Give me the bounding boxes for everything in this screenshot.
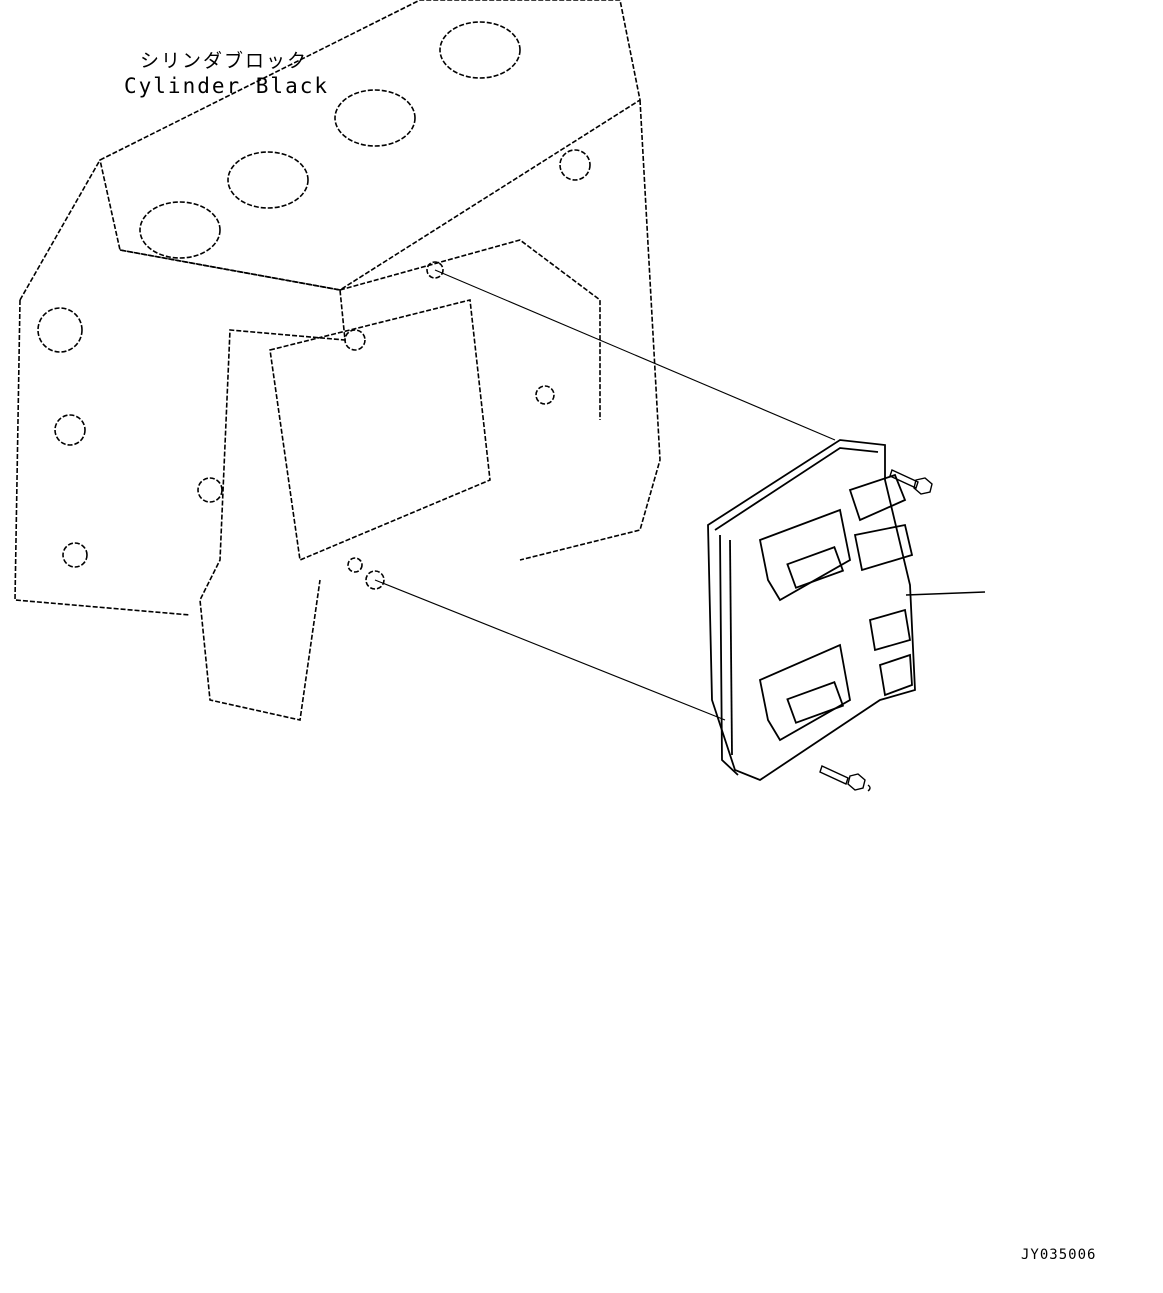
- mounting-bolt-upper: [889, 469, 933, 495]
- assembly-leader-lines: [374, 269, 986, 721]
- cylinder-block-label-en: Cylinder Black: [124, 74, 330, 98]
- engine-controller: [707, 439, 916, 782]
- mounting-bolt-lower: [819, 765, 871, 792]
- figure-code: JY035006: [1021, 1247, 1097, 1263]
- cylinder-block: [14, 0, 661, 721]
- cylinder-block-label-jp: シリンダブロック: [140, 50, 309, 72]
